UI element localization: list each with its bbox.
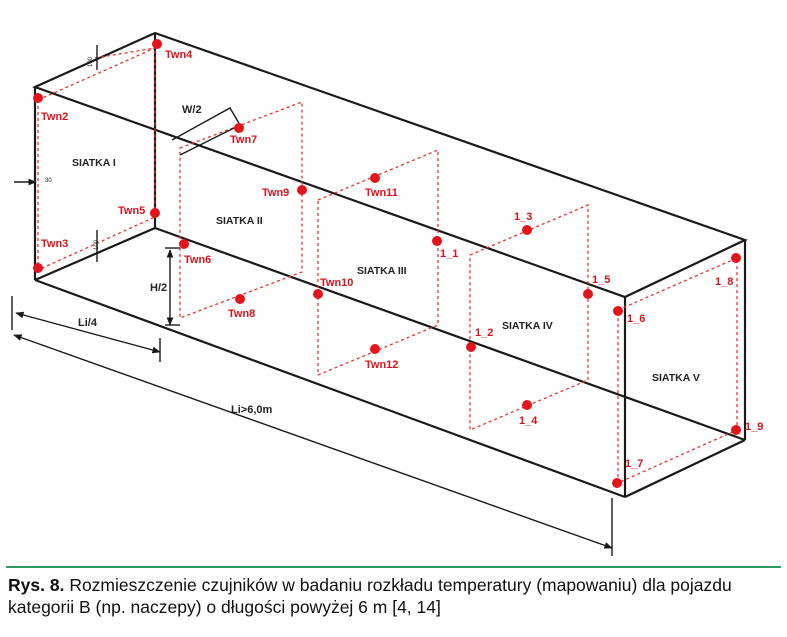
figure-caption: Rys. 8. Rozmieszczenie czujników w badan… bbox=[8, 574, 778, 618]
sensor-point bbox=[33, 263, 43, 273]
dim-offset-30-label: 30 bbox=[45, 178, 52, 184]
sensor-label-1-7: 1_7 bbox=[625, 458, 643, 470]
sensor-points bbox=[33, 39, 741, 488]
sensor-label-1-6: 1_6 bbox=[627, 313, 645, 325]
caption-label: Rys. 8. bbox=[8, 575, 65, 595]
sensor-point bbox=[613, 306, 623, 316]
sensor-label-twn4: Twn4 bbox=[165, 49, 193, 61]
sensor-point bbox=[522, 400, 532, 410]
sensor-label-1-8: 1_8 bbox=[715, 276, 733, 288]
sensor-point bbox=[370, 344, 380, 354]
sensor-point bbox=[179, 239, 189, 249]
sensor-point bbox=[583, 289, 593, 299]
sensor-label-twn5: Twn5 bbox=[118, 205, 145, 217]
grid-siatka-3 bbox=[317, 149, 439, 376]
dim-offset-100-bottom-label: 100 bbox=[94, 239, 100, 250]
caption-text: Rozmieszczenie czujników w badaniu rozkł… bbox=[8, 575, 732, 617]
sensor-point bbox=[234, 123, 244, 133]
sensor-label-twn12: Twn12 bbox=[365, 359, 398, 371]
sensor-label-1-9: 1_9 bbox=[745, 421, 763, 433]
dim-li-total-label: Li>6,0m bbox=[231, 404, 272, 416]
grid-label-siatka-4: SIATKA IV bbox=[502, 320, 553, 332]
sensor-label-1-1: 1_1 bbox=[440, 248, 458, 260]
sensor-label-twn6: Twn6 bbox=[184, 254, 211, 266]
sensor-point bbox=[432, 236, 442, 246]
caption-divider bbox=[6, 566, 781, 568]
grid-label-siatka-2: SIATKA II bbox=[216, 215, 263, 227]
grid-label-siatka-5: SIATKA V bbox=[652, 372, 700, 384]
sensor-point bbox=[33, 93, 43, 103]
sensor-label-twn2: Twn2 bbox=[41, 111, 68, 123]
grid-siatka-2 bbox=[179, 101, 303, 319]
sensor-label-1-4: 1_4 bbox=[519, 415, 538, 427]
dim-offset-100-top-label: 100 bbox=[88, 56, 94, 67]
sensor-point bbox=[522, 225, 532, 235]
sensor-point bbox=[313, 289, 323, 299]
sensor-label-twn10: Twn10 bbox=[320, 277, 353, 289]
sensor-label-1-3: 1_3 bbox=[514, 211, 532, 223]
grid-siatka-4 bbox=[469, 204, 589, 431]
sensor-label-twn8: Twn8 bbox=[228, 308, 255, 320]
sensor-point bbox=[466, 342, 476, 352]
sensor-point bbox=[731, 253, 741, 263]
grid-label-siatka-1: SIATKA I bbox=[72, 157, 116, 169]
sensor-label-twn11: Twn11 bbox=[365, 187, 398, 199]
sensor-label-1-5: 1_5 bbox=[592, 274, 610, 286]
sensor-label-twn7: Twn7 bbox=[230, 134, 257, 146]
dim-h-half-label: H/2 bbox=[150, 282, 167, 294]
sensor-point bbox=[612, 478, 622, 488]
sensor-label-twn3: Twn3 bbox=[41, 238, 68, 250]
dim-li-quarter-label: Li/4 bbox=[78, 317, 98, 329]
sensor-layout-diagram: W/2 H/2 Li/4 Li>6,0m 30 100 100 SIATKA I… bbox=[11, 31, 763, 556]
sensor-label-twn9: Twn9 bbox=[262, 187, 289, 199]
grid-label-siatka-3: SIATKA III bbox=[357, 265, 407, 277]
sensor-point bbox=[152, 39, 162, 49]
sensor-label-1-2: 1_2 bbox=[475, 327, 493, 339]
sensor-point bbox=[150, 208, 160, 218]
dim-w-half-label: W/2 bbox=[182, 104, 202, 116]
sensor-point bbox=[297, 185, 307, 195]
sensor-point bbox=[235, 294, 245, 304]
dimension-lines bbox=[11, 45, 613, 556]
sensor-point bbox=[370, 173, 380, 183]
sensor-point bbox=[731, 425, 741, 435]
